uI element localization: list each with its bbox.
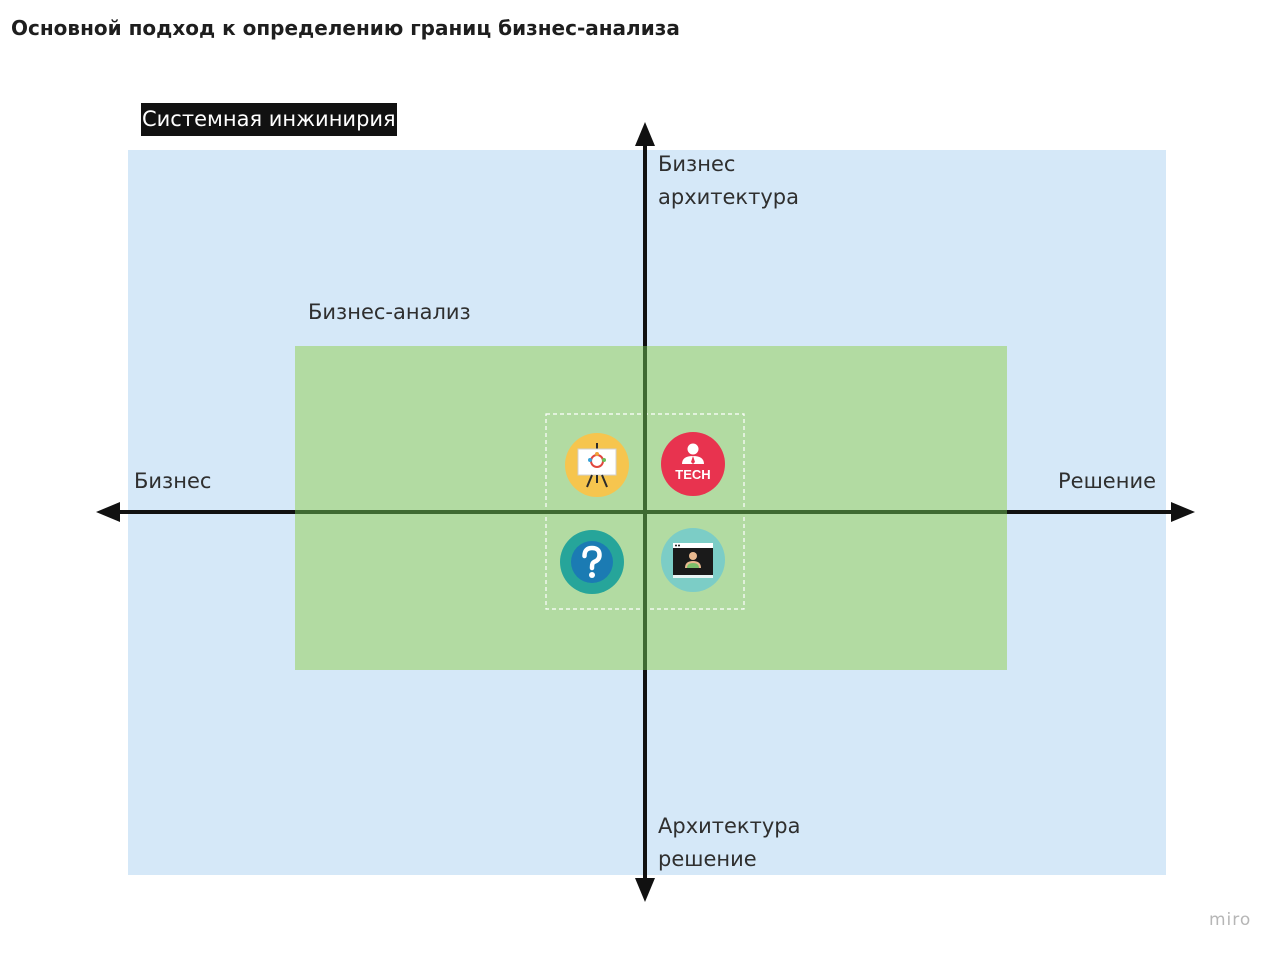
tech-label: TECH (675, 467, 711, 482)
arrow-up (635, 122, 655, 146)
axis-label-right: Решение (1058, 469, 1157, 493)
arrow-down (635, 878, 655, 902)
presentation-board-icon (565, 433, 629, 497)
video-call-person-icon (661, 528, 725, 592)
axis-label-bottom: Архитектура решение (658, 814, 801, 871)
arrow-left (96, 502, 120, 522)
axis-label-top: Бизнес архитектура (658, 152, 799, 209)
question-mark-icon (560, 530, 624, 594)
miro-watermark: miro (1209, 910, 1252, 930)
systems-engineering-label: Системная инжинирия (141, 103, 397, 136)
page-title: Основной подход к определению границ биз… (11, 16, 680, 40)
arrow-right (1171, 502, 1195, 522)
business-analysis-label: Бизнес-анализ (308, 300, 471, 324)
axis-label-left: Бизнес (134, 469, 212, 493)
tech-person-icon: TECH (661, 432, 725, 496)
business-analysis-region (295, 346, 1007, 670)
